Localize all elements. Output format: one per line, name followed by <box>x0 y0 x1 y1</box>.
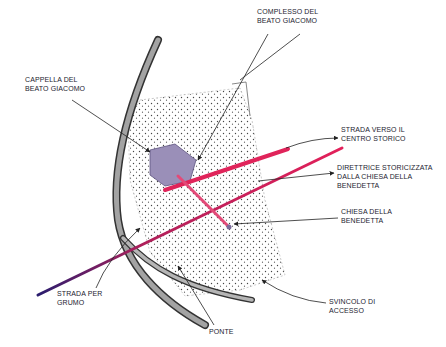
leader-line <box>178 266 214 325</box>
leader-line <box>262 280 326 303</box>
complex-block <box>150 144 196 186</box>
annotation-label: SVINCOLO DI ACCESSO <box>328 298 390 316</box>
leader-line <box>96 228 140 288</box>
leader-line <box>234 218 338 224</box>
road-to-center <box>165 149 288 190</box>
leader-line <box>72 100 150 152</box>
road-outline <box>123 238 252 300</box>
historic-axis <box>178 176 228 226</box>
leader-line <box>258 173 334 181</box>
annotation-label: COMPLESSO DEL BEATO GIACOMO <box>256 8 330 26</box>
annotation-label: DIRETTRICE STORICIZZATA DALLA CHIESA DEL… <box>336 164 438 190</box>
annotation-label: PONTE <box>208 328 250 337</box>
boundary-line <box>232 82 250 116</box>
access-ramp <box>123 238 252 300</box>
main-axis <box>38 148 342 295</box>
leader-line <box>240 34 300 80</box>
leader-line <box>286 138 338 148</box>
annotation-label: STRADA VERSO IL CENTRO STORICO <box>340 126 418 144</box>
church-mark <box>227 225 232 230</box>
leader-line <box>198 34 268 160</box>
annotation-label: STRADA PER GRUMO <box>56 290 114 308</box>
annotation-label: CAPPELLA DEL BEATO GIACOMO <box>24 76 90 94</box>
annotation-label: CHIESA DELLA BENEDETTA <box>340 208 404 226</box>
